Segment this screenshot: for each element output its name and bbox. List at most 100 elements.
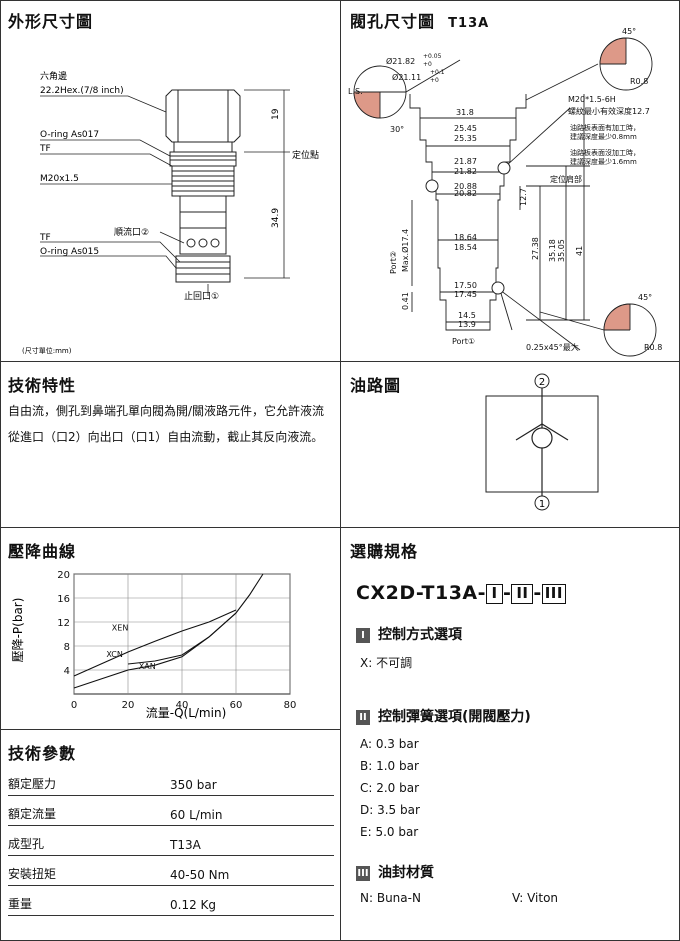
param-key: 額定壓力 (8, 777, 57, 791)
oring2-label: O-ring As015 (40, 247, 99, 257)
ordering-title: 選購規格 (350, 542, 419, 561)
chart-ylabel: 壓降-P(bar) (11, 598, 25, 663)
chart-xtick: 60 (230, 700, 243, 711)
chart-series-xcn (73, 573, 264, 689)
hex-label-1: 六角邊 (40, 70, 67, 82)
cavity-tol1b: +0 (423, 61, 432, 68)
option-2-title-text: 控制彈簧選項(開閥壓力) (378, 709, 531, 725)
chart-xlabel: 流量-Q(L/min) (146, 706, 227, 720)
option-1-item: X: 不可調 (360, 656, 413, 670)
cavity-thread: M20*1.5-6H (568, 95, 616, 104)
param-value: 60 L/min (170, 808, 223, 822)
cavity-angle45b: 45° (638, 293, 652, 302)
port1-label: 止回口① (184, 290, 219, 302)
cavity-note1b: 建議深度最少0.8mm (570, 132, 637, 141)
locate-point-label: 定位點 (292, 149, 319, 161)
cavity-port2: Port② (389, 251, 398, 274)
cavity-port1: Port① (452, 337, 475, 346)
cavity-title-text: 閥孔尺寸圖 (350, 12, 436, 31)
param-row: 額定壓力 350 bar (8, 774, 334, 796)
cavity-d2545: 25.45 (454, 124, 477, 133)
cavity-d3505: 35.05 (557, 239, 566, 262)
chart-ytick: 4 (64, 666, 70, 677)
chart-xtick: 0 (71, 700, 77, 711)
tf1-label: TF (39, 144, 51, 154)
cavity-d139: 13.9 (458, 320, 476, 329)
features-title: 技術特性 (8, 376, 77, 395)
cavity-r08b: R0.8 (644, 343, 662, 352)
chart-series-xan (127, 612, 237, 665)
option-3-num: III (356, 866, 370, 881)
param-value: 0.12 Kg (170, 898, 217, 912)
param-key: 重量 (8, 897, 33, 911)
hex-label-2: 22.2Hex.(7/8 inch) (40, 86, 124, 96)
chart-series-label: XCN (106, 650, 122, 659)
param-key: 成型孔 (8, 837, 45, 851)
cavity-tol2b: +0 (430, 77, 439, 84)
model-sep-3: - (533, 582, 542, 604)
cavity-tol2a: +0.1 (430, 69, 445, 76)
cavity-note1a: 油路板表面有加工時， (570, 123, 640, 132)
param-value: T13A (170, 838, 201, 852)
outline-drawing: 19 34.9 定位點 六角邊 22.2Hex.(7/8 inch) O-rin… (22, 70, 319, 355)
cavity-ls: L.S. (348, 87, 363, 96)
option-2-item-d: D: 3.5 bar (360, 803, 420, 817)
row-divider-3 (0, 729, 340, 730)
cavity-d3518: 35.18 (548, 239, 557, 262)
cavity-angle30: 30° (390, 125, 404, 134)
param-value: 350 bar (170, 778, 217, 792)
tf2-label: TF (39, 233, 51, 243)
param-key: 安裝扭矩 (8, 867, 57, 881)
cavity-d145: 14.5 (458, 311, 476, 320)
cavity-d127: 12.7 (519, 188, 528, 206)
oring1-label: O-ring As017 (40, 130, 99, 140)
cavity-model: T13A (448, 16, 490, 31)
features-text: 自由流，側孔到鼻端孔單向閥為開/關液路元件，它允許液流從進口（口2）向出口（口1… (8, 404, 325, 444)
option-2-item-c: C: 2.0 bar (360, 781, 420, 795)
cavity-d1864: 18.64 (454, 233, 477, 242)
circuit-port-1: 1 (539, 499, 545, 510)
cavity-d1854: 18.54 (454, 243, 477, 252)
cavity-d1745: 17.45 (454, 290, 477, 299)
unit-note: (尺寸單位:mm) (22, 346, 72, 355)
cavity-note2a: 油路板表面沒加工時， (570, 148, 640, 157)
column-divider (340, 0, 341, 941)
cavity-d2088: 20.88 (454, 182, 477, 191)
params-title: 技術參數 (8, 744, 77, 763)
dim-34-9: 34.9 (271, 208, 281, 228)
row-divider-1 (0, 361, 680, 362)
cavity-angle45a: 45° (622, 27, 636, 36)
model-sep-1: - (477, 582, 487, 604)
option-2-item-a: A: 0.3 bar (360, 737, 419, 751)
cavity-r08a: R0.8 (630, 77, 648, 86)
cavity-d2187: 21.87 (454, 157, 477, 166)
chart-ytick: 20 (57, 570, 70, 581)
chart-xtick: 20 (122, 700, 135, 711)
chart-ytick: 8 (64, 642, 70, 653)
cavity-thread-note: 螺紋最小有效深度12.7 (568, 106, 650, 116)
circuit-port-2: 2 (539, 377, 545, 388)
dim-19: 19 (271, 108, 281, 120)
cavity-d2111: Ø21.11 (392, 72, 421, 82)
port2-label: 順流口② (114, 226, 149, 238)
cavity-d318: 31.8 (456, 108, 474, 117)
model-code: CX2D-T13A-I-II-III (356, 582, 566, 604)
option-2-item-b: B: 1.0 bar (360, 759, 419, 773)
hydraulic-title: 油路圖 (350, 376, 402, 395)
chart-ytick: 12 (57, 618, 70, 629)
param-row: 成型孔 T13A (8, 834, 334, 856)
cavity-d41: 41 (575, 246, 584, 256)
cavity-chamfer: 0.25x45°最大 (526, 342, 579, 352)
chart-series-xen (73, 609, 237, 677)
option-2-item-e: E: 5.0 bar (360, 825, 419, 839)
model-box-1: I (486, 584, 504, 604)
cavity-shoulder: 定位肩部 (550, 174, 582, 184)
cavity-d2738: 27.38 (531, 237, 540, 260)
model-box-3: III (541, 584, 566, 604)
cavity-max174: Max.Ø17.4 (400, 229, 410, 272)
